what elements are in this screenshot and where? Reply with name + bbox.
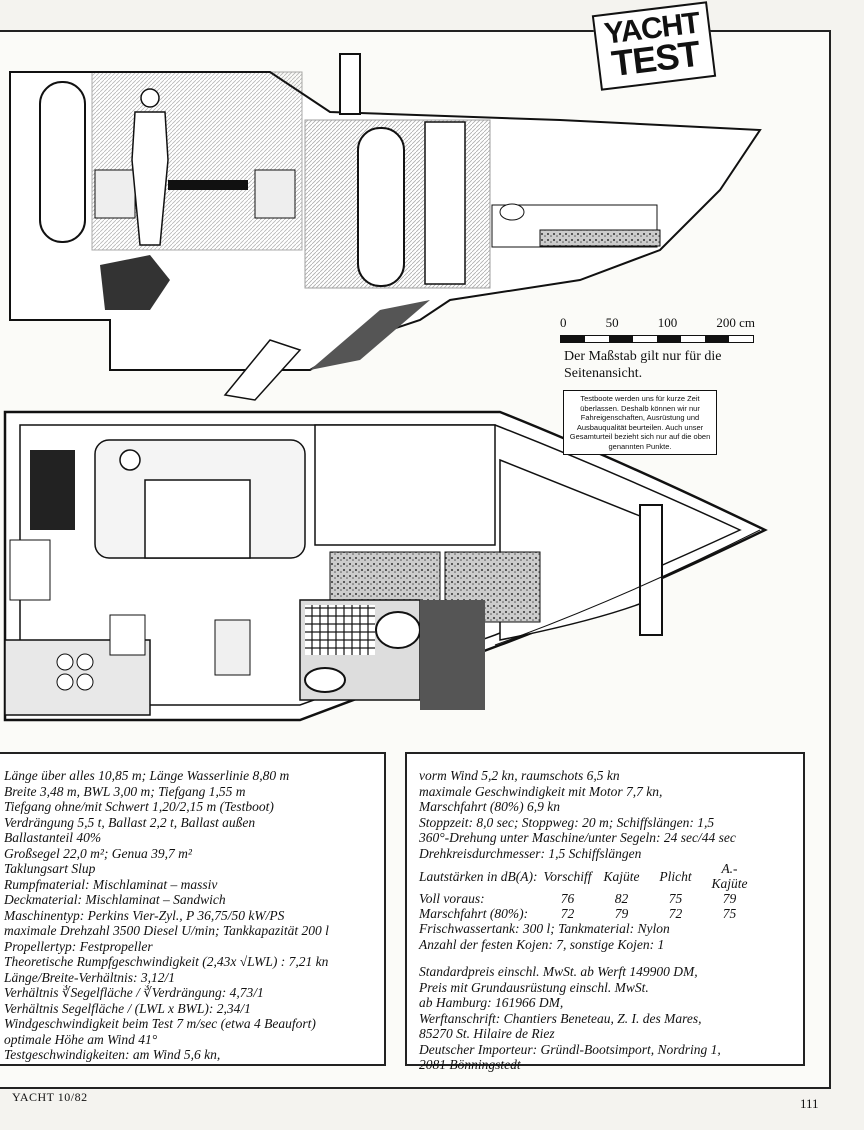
spec-line: Deckmaterial: Mischlaminat – Sandwich xyxy=(4,892,226,907)
sound-cell: Marschfahrt (80%): xyxy=(419,906,529,921)
spec-line: Windgeschwindigkeit beim Test 7 m/sec (e… xyxy=(4,1016,316,1031)
spec-line: Rumpfmaterial: Mischlaminat – massiv xyxy=(4,876,218,892)
scale-tick: 50 xyxy=(605,315,619,330)
spec-line: 85270 St. Hilaire de Riez xyxy=(419,1026,555,1041)
scale-bar-graphic xyxy=(560,335,754,343)
spec-line: ab Hamburg: 161966 DM, xyxy=(419,995,564,1010)
spec-line: Verhältnis ∛Segelfläche / ∛Verdrängung: … xyxy=(4,985,264,1000)
sound-cell: 76 xyxy=(560,891,575,906)
boat-drawings xyxy=(3,53,768,722)
spec-line: Taklungsart Slup xyxy=(4,861,96,876)
scale-note: Der Maßstab gilt nur für die Seitenansic… xyxy=(564,349,722,381)
footer-issue: YACHT 10/82 xyxy=(12,1090,88,1104)
sound-cell: 72 xyxy=(560,906,575,921)
spec-line: Stoppzeit: 8,0 sec; Stoppweg: 20 m; Schi… xyxy=(419,814,715,830)
spec-line: Drehkreisdurchmesser: 1,5 Schiffslängen xyxy=(419,845,642,861)
test-notice: Testboote werden uns für kurze Zeit über… xyxy=(563,390,717,455)
sound-cell: 79 xyxy=(614,906,629,921)
spec-line: 2081 Bönningstedt xyxy=(419,1057,521,1072)
spec-line: Marschfahrt (80%) 6,9 kn xyxy=(419,799,560,814)
spec-line: Maschinentyp: Perkins Vier-Zyl., P 36,75… xyxy=(4,907,285,923)
scale-tick: 100 xyxy=(657,315,678,330)
plan-view xyxy=(3,410,768,722)
spec-line: Preis mit Grundausrüstung einschl. MwSt. xyxy=(419,979,649,995)
spec-line: optimale Höhe am Wind 41° xyxy=(4,1031,158,1047)
sound-header-cell: Kajüte xyxy=(603,868,640,884)
page-number: 111 xyxy=(800,1096,819,1111)
sound-row: Voll voraus: 76 82 75 79 xyxy=(419,891,760,906)
specs-left-list: Länge über alles 10,85 m; Länge Wasserli… xyxy=(0,768,384,1063)
spec-line: maximale Geschwindigkeit mit Motor 7,7 k… xyxy=(419,783,663,799)
sound-level-table: Lautstärken in dB(A): Vorschiff Kajüte P… xyxy=(419,861,760,921)
spec-line: Länge über alles 10,85 m; Länge Wasserli… xyxy=(4,768,290,783)
spec-line: Deutscher Importeur: Gründl-Bootsimport,… xyxy=(419,1041,721,1057)
sound-cell: 75 xyxy=(668,891,683,906)
sound-header-cell: Lautstärken in dB(A): xyxy=(419,868,538,884)
sound-cell: 75 xyxy=(722,906,737,921)
sound-header-cell: A.-Kajüte xyxy=(711,861,748,891)
spec-line: Breite 3,48 m, BWL 3,00 m; Tiefgang 1,55… xyxy=(4,783,246,799)
spec-line: Frischwassertank: 300 l; Tankmaterial: N… xyxy=(419,921,670,936)
spec-line: Theoretische Rumpfgeschwindigkeit (2,43x… xyxy=(4,954,329,969)
sound-cell: Voll voraus: xyxy=(419,891,485,906)
sound-row: Marschfahrt (80%): 72 79 72 75 xyxy=(419,906,760,921)
scale-bar: 0 50 100 200 cm xyxy=(560,315,760,343)
sound-header-cell: Plicht xyxy=(659,868,692,884)
spec-line: Tiefgang ohne/mit Schwert 1,20/2,15 m (T… xyxy=(4,799,274,814)
spec-line: 360°-Drehung unter Maschine/unter Segeln… xyxy=(419,830,736,845)
specs-panel-left: Länge über alles 10,85 m; Länge Wasserli… xyxy=(0,752,386,1066)
spec-line: Propellertyp: Festpropeller xyxy=(4,938,153,954)
sound-cell: 82 xyxy=(614,891,629,906)
scale-ticks: 0 50 100 200 cm xyxy=(560,315,755,331)
spec-line: Werftanschrift: Chantiers Beneteau, Z. I… xyxy=(419,1010,702,1026)
spec-line: Großsegel 22,0 m²; Genua 39,7 m² xyxy=(4,845,192,861)
spec-line: Länge/Breite-Verhältnis: 3,12/1 xyxy=(4,969,175,985)
scale-tick: 200 cm xyxy=(716,315,755,330)
spec-line: Verdrängung 5,5 t, Ballast 2,2 t, Ballas… xyxy=(4,814,256,830)
spec-line: Testgeschwindigkeiten: am Wind 5,6 kn, xyxy=(4,1047,221,1062)
spec-line: Verhältnis Segelfläche / (LWL x BWL): 2,… xyxy=(4,1000,251,1016)
side-view xyxy=(9,53,762,401)
spec-line: Ballastanteil 40% xyxy=(4,830,102,845)
sound-cell: 72 xyxy=(668,906,683,921)
sound-header-cell: Vorschiff xyxy=(543,868,592,884)
sound-header-row: Lautstärken in dB(A): Vorschiff Kajüte P… xyxy=(419,861,760,891)
specs-right-bottom-list: Standardpreis einschl. MwSt. ab Werft 14… xyxy=(407,964,803,1073)
spec-line: vorm Wind 5,2 kn, raumschots 6,5 kn xyxy=(419,768,620,783)
scale-tick: 0 xyxy=(560,315,567,330)
spec-line: Standardpreis einschl. MwSt. ab Werft 14… xyxy=(419,964,698,979)
specs-right-mid-list: Frischwassertank: 300 l; Tankmaterial: N… xyxy=(407,921,803,952)
spec-line: Anzahl der festen Kojen: 7, sonstige Koj… xyxy=(419,936,665,952)
spec-line: maximale Drehzahl 3500 Diesel U/min; Tan… xyxy=(4,923,329,938)
sound-cell: 79 xyxy=(722,891,737,906)
